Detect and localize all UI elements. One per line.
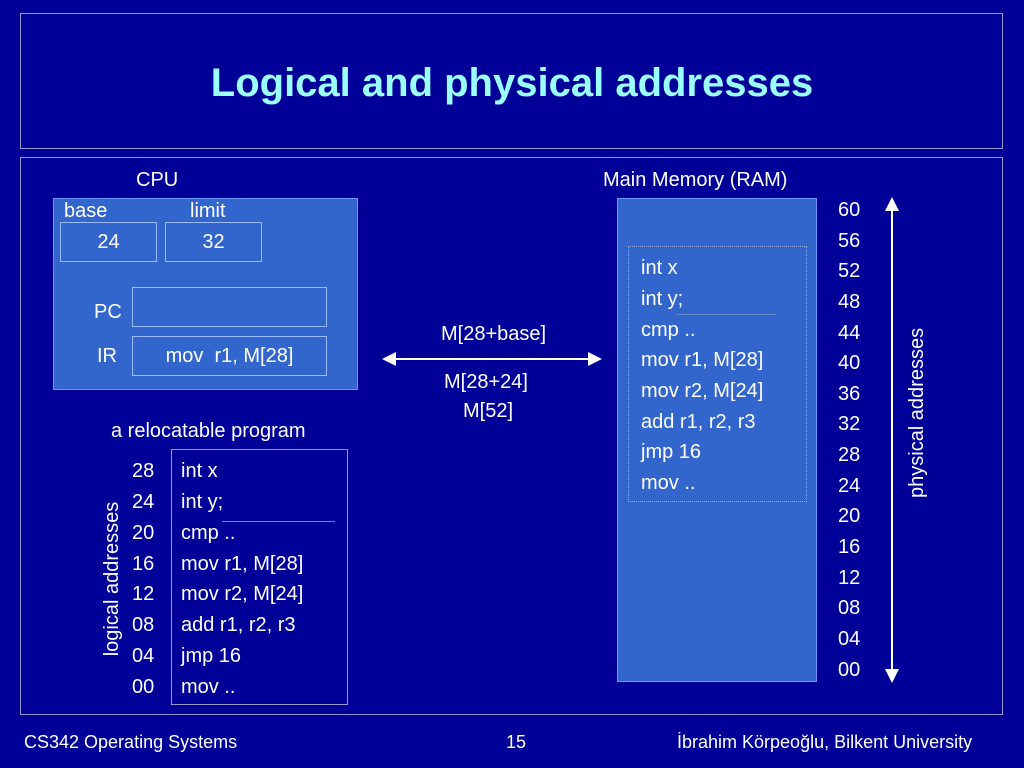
memory-code-line: mov .. [641,472,696,494]
ir-register: mov r1, M[28] [132,336,327,376]
program-label: a relocatable program [111,420,306,442]
physical-address: 04 [838,628,861,650]
arrow-bottom-label-2: M[52] [463,400,514,422]
limit-register: 32 [165,222,262,262]
logical-addresses-label: logical addresses [101,501,123,657]
footer-course: CS342 Operating Systems [24,732,238,752]
address-arrow [382,352,602,366]
base-label: base [64,200,108,222]
content-frame [20,157,1003,715]
physical-address: 12 [838,567,861,589]
logical-address: 16 [132,553,155,575]
physical-address: 32 [838,413,861,435]
pc-register [132,287,327,327]
limit-label: limit [190,200,226,222]
cpu-label: CPU [136,169,179,191]
ir-label: IR [97,345,117,367]
logical-address: 12 [132,583,155,605]
physical-addresses-label: physical addresses [906,327,928,498]
physical-address: 08 [838,597,861,619]
memory-code-line: int x [641,257,678,279]
program-code-line: int y; [181,491,224,513]
memory-code-line: cmp .. [641,319,696,341]
program-code-line: mov r1, M[28] [181,553,304,575]
physical-address: 00 [838,659,861,681]
arrow-top-label: M[28+base] [441,323,547,345]
logical-address: 24 [132,491,155,513]
program-code-line: mov r2, M[24] [181,583,304,605]
physical-address: 24 [838,475,861,497]
logical-address: 28 [132,460,155,482]
physical-address: 28 [838,444,861,466]
physical-address: 36 [838,383,861,405]
memory-code-line: int y; [641,288,684,310]
cpu-box [53,198,358,390]
memory-program-region [628,246,807,502]
pc-label: PC [94,301,122,323]
arrow-bottom-label-1: M[28+24] [444,371,528,393]
memory-code-line: mov r1, M[28] [641,349,764,371]
program-code-line: int x [181,460,218,482]
physical-address: 16 [838,536,861,558]
program-separator [222,521,335,522]
program-box [171,449,348,705]
logical-address: 20 [132,522,155,544]
base-register: 24 [60,222,157,262]
title-frame [20,13,1003,149]
memory-code-line: mov r2, M[24] [641,380,764,402]
physical-address: 20 [838,505,861,527]
program-code-line: jmp 16 [181,645,242,667]
physical-address-arrow [885,197,899,683]
physical-address: 60 [838,199,861,221]
memory-code-line: jmp 16 [641,441,702,463]
logical-address: 08 [132,614,155,636]
physical-address: 40 [838,352,861,374]
physical-address: 44 [838,322,861,344]
physical-address: 52 [838,260,861,282]
memory-code-line: add r1, r2, r3 [641,411,756,433]
program-code-line: add r1, r2, r3 [181,614,296,636]
slide-title: Logical and physical addresses [210,61,814,105]
logical-address: 00 [132,676,155,698]
physical-address: 56 [838,230,861,252]
footer-page-number: 15 [506,732,527,752]
memory-separator [676,314,776,315]
logical-address: 04 [132,645,155,667]
memory-label: Main Memory (RAM) [603,169,788,191]
physical-address: 48 [838,291,861,313]
memory-box [617,198,817,682]
program-code-line: mov .. [181,676,236,698]
footer-author: İbrahim Körpeoğlu, Bilkent University [677,732,973,752]
program-code-line: cmp .. [181,522,236,544]
